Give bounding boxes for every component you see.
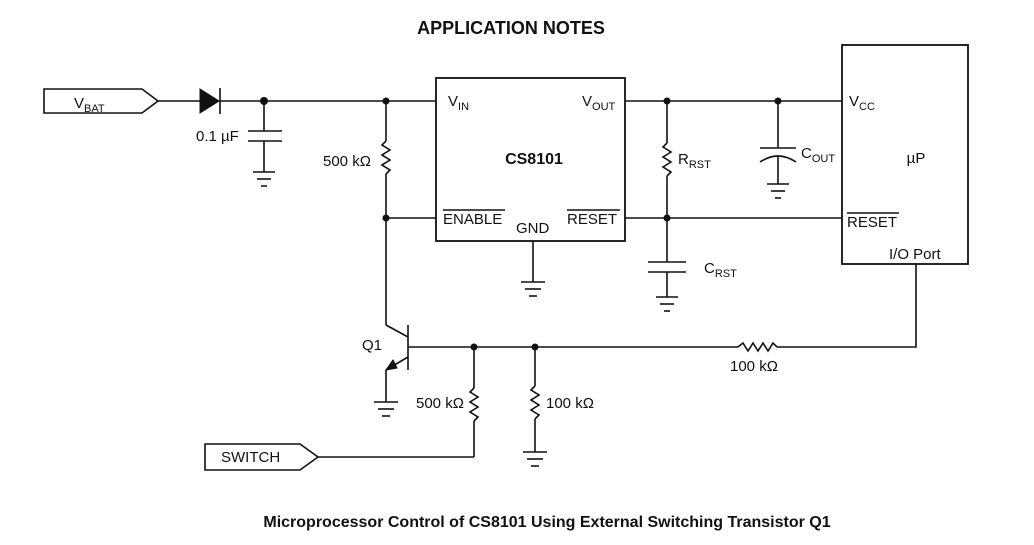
ic-pin-reset: RESET <box>567 211 617 228</box>
microprocessor-block <box>841 44 969 265</box>
pullup-resistor <box>380 101 392 218</box>
io-series-resistor <box>737 341 778 353</box>
cs8101-chip <box>435 77 626 242</box>
ground-icon <box>767 183 789 199</box>
switch-input-flag <box>204 443 320 471</box>
output-capacitor-label: COUT <box>801 145 835 165</box>
io-resistor-label: 100 kΩ <box>730 358 778 375</box>
reset-pullup-resistor <box>661 101 673 218</box>
ground-icon <box>374 401 398 417</box>
pulldown-resistor-label: 100 kΩ <box>546 395 594 412</box>
mcu-pin-reset: RESET <box>847 214 897 231</box>
vbat-input-flag <box>43 88 160 114</box>
reset-capacitor-label: CRST <box>704 260 737 280</box>
base-pulldown-resistor <box>529 347 541 452</box>
ic-name: CS8101 <box>505 151 563 168</box>
output-capacitor <box>759 101 797 184</box>
page-title: APPLICATION NOTES <box>417 18 605 38</box>
switch-label: SWITCH <box>221 449 280 466</box>
reset-resistor-label: RRST <box>678 151 711 171</box>
mcu-name: µP <box>907 150 926 167</box>
ground-icon <box>656 296 678 312</box>
figure-caption: Microprocessor Control of CS8101 Using E… <box>263 514 830 531</box>
vbat-label: VBAT <box>74 95 105 115</box>
transistor-q1 <box>384 324 409 402</box>
ic-pin-vin: VIN <box>448 93 469 113</box>
mcu-pin-vcc: VCC <box>849 93 875 113</box>
diode <box>199 88 221 114</box>
input-capacitor <box>248 101 282 172</box>
ground-icon <box>521 281 545 297</box>
ground-icon <box>523 451 547 467</box>
switch-series-resistor <box>468 347 480 457</box>
mcu-pin-io: I/O Port <box>889 246 942 263</box>
wire-io-port <box>777 264 917 348</box>
transistor-label: Q1 <box>362 337 382 354</box>
input-capacitor-label: 0.1 µF <box>196 128 239 145</box>
ic-pin-vout: VOUT <box>582 93 616 113</box>
ic-pin-gnd: GND <box>516 220 550 237</box>
switch-resistor-label: 500 kΩ <box>416 395 464 412</box>
pullup-resistor-label: 500 kΩ <box>323 153 371 170</box>
reset-capacitor <box>648 218 686 297</box>
ground-icon <box>253 171 275 187</box>
ic-pin-enable: ENABLE <box>443 211 502 228</box>
